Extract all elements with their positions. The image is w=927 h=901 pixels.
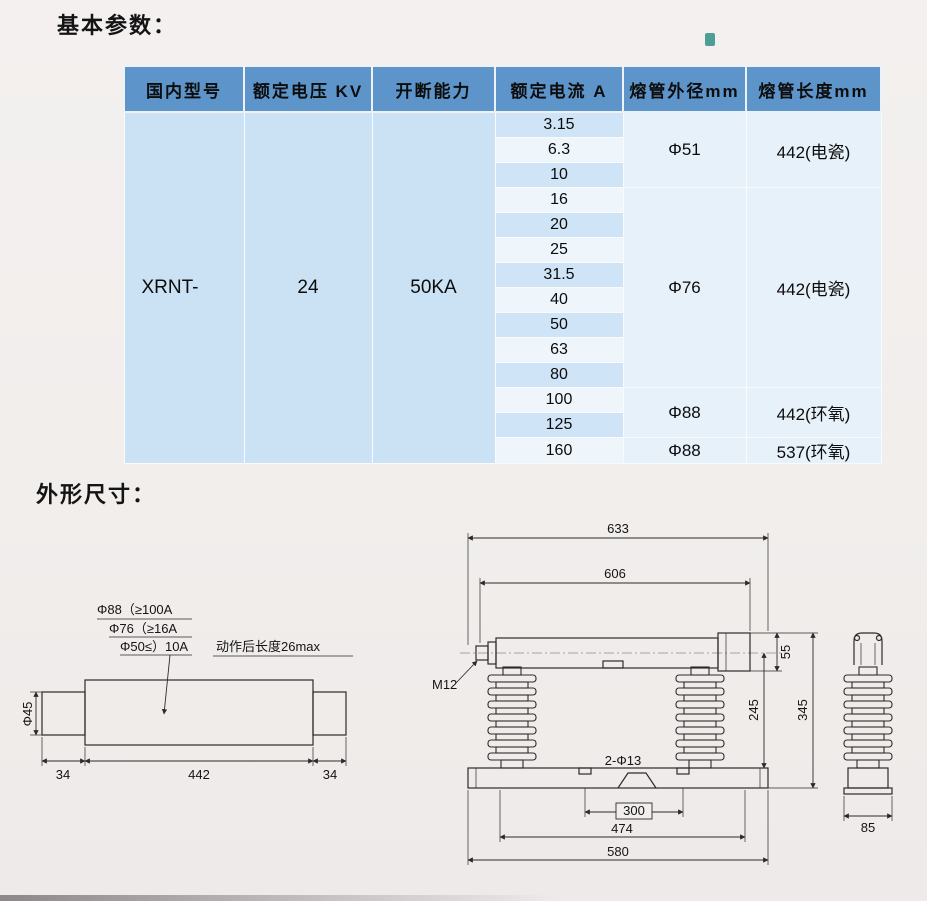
cell-current: 25 [494,237,624,263]
callout-phi76-label: Φ76（≥16A [109,621,177,636]
fuse-body-outline [84,679,314,746]
cell-diameter: Φ88 [622,437,747,464]
col-header-length: 熔管长度mm [745,65,882,113]
dim-34-right-label: 34 [323,767,337,782]
table-row: 31.5 [124,262,881,288]
cell-current: 16 [494,187,624,213]
cell-model: XRNT- [123,111,245,464]
table-row: 100 Φ88 442(环氧) [124,387,882,438]
fuse-tube-drawing: Φ45 34 442 34 Φ88（≥100A Φ76（≥16A Φ50≤）10… [20,602,353,782]
right-end-cap-outline [717,632,751,672]
table-row: 125 [124,412,881,438]
dim-606-label: 606 [604,566,626,581]
cell-diameter: Φ88 [622,387,747,438]
section-title-outline-dims: 外形尺寸： [36,482,157,507]
table-row: XRNT- 24 50KA 3.15 Φ51 442(电瓷) [123,111,882,464]
cell-current: 63 [494,337,624,363]
callout-phi50-label: Φ50≤）10A [120,639,188,654]
cell-current: 6.3 [494,137,624,163]
table-row: 6.3 [124,137,881,163]
side-view-clip-outline [853,632,883,665]
col-header-voltage: 额定电压 KV [243,65,373,113]
cell-current: 3.15 [494,111,624,138]
table-row: 50 [124,312,881,338]
m12-label: M12 [432,677,457,692]
cell-current: 31.5 [494,262,624,288]
callout-arrow [161,654,171,715]
col-header-diameter: 熔管外径mm [622,65,747,113]
table-row: 63 [124,337,881,363]
callout-after-action-label: 动作后长度26max [216,639,321,654]
insulator-left [487,666,537,769]
fuse-right-cap-outline [312,691,347,736]
scan-artifact-mark [705,33,715,46]
cell-current: 20 [494,212,624,238]
section-title-basic-params: 基本参数： [57,13,178,38]
fuse-left-cap-outline [41,691,86,736]
dim-580-label: 580 [607,844,629,859]
dim-phi45-label: Φ45 [20,702,35,727]
table-row: 40 [124,287,881,313]
table-row: 20 [124,212,881,238]
callout-phi88-label: Φ88（≥100A [97,602,173,617]
table-row: 16 Φ76 442(电瓷) [124,187,882,388]
cell-current: 10 [494,162,624,188]
scan-edge-shadow [0,895,557,901]
table-row: 25 [124,237,881,263]
striker-outline [602,660,624,669]
dim-34-left-label: 34 [56,767,70,782]
cell-diameter: Φ76 [622,187,747,388]
dim-85-label: 85 [861,820,875,835]
dim-633-label: 633 [607,521,629,536]
basic-params-table: 国内型号 额定电压 KV 开断能力 额定电流 A 熔管外径mm 熔管长度mm X… [123,65,882,464]
fuse-mount-drawing: 633 606 M12 2-Φ13 55 245 345 300 474 580 [432,521,893,865]
col-header-breaking: 开断能力 [371,65,496,113]
cell-current: 100 [494,387,624,413]
cell-diameter: Φ51 [622,111,747,188]
cell-voltage: 24 [243,111,373,464]
dim-300-label: 300 [623,803,645,818]
dim-345-label: 345 [795,699,810,721]
cell-length: 442(电瓷) [745,187,882,388]
dim-300-box [615,802,653,820]
col-header-model: 国内型号 [123,65,245,113]
insulator-right [675,666,725,769]
base-hole-mark [617,772,657,789]
cell-current: 160 [494,437,624,464]
cell-length: 537(环氧) [745,437,882,464]
col-header-current: 额定电流 A [494,65,624,113]
cell-length: 442(环氧) [745,387,882,438]
side-view-base-outline [847,767,889,789]
table-header-row: 国内型号 额定电压 KV 开断能力 额定电流 A 熔管外径mm 熔管长度mm [123,65,882,113]
cell-current: 125 [494,412,624,438]
base-channel-outline [467,767,769,789]
cell-current: 40 [494,287,624,313]
table-row: 160 Φ88 537(环氧) [124,437,882,464]
dim-245-label: 245 [746,699,761,721]
dim-442-label: 442 [188,767,210,782]
hole-2phi13-label: 2-Φ13 [605,753,641,768]
cell-length: 442(电瓷) [745,111,882,188]
dim-55-label: 55 [778,645,793,659]
insulator-side-view [843,666,893,769]
dim-474-label: 474 [611,821,633,836]
cell-breaking-capacity: 50KA [371,111,496,464]
cell-current: 50 [494,312,624,338]
cell-current: 80 [494,362,624,388]
